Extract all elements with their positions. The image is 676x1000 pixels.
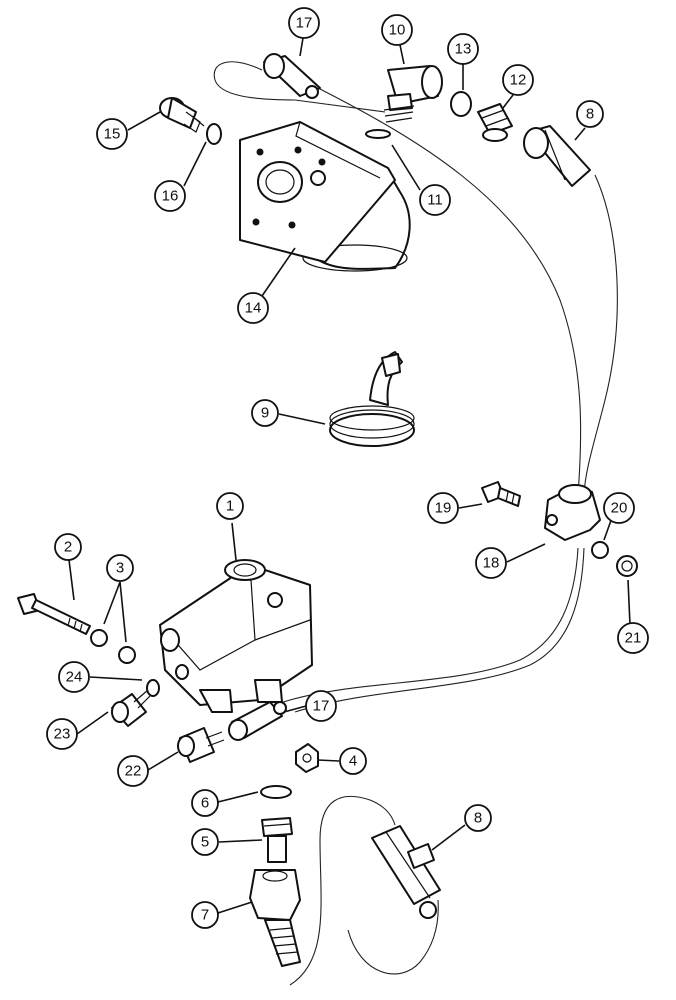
svg-text:16: 16 — [162, 188, 179, 205]
hose-end-upper-right — [523, 125, 591, 187]
svg-text:13: 13 — [455, 41, 472, 58]
adapter-5 — [261, 817, 293, 863]
fitting-7 — [249, 869, 301, 967]
washer-3a — [90, 629, 108, 647]
svg-text:23: 23 — [54, 726, 71, 743]
callout-12: 12 — [502, 64, 534, 96]
hose-lower-right — [347, 899, 439, 975]
hose-end-lower — [228, 701, 287, 741]
callout-24: 24 — [58, 661, 90, 693]
svg-text:24: 24 — [66, 669, 83, 686]
svg-text:8: 8 — [586, 106, 594, 123]
callout-23: 23 — [46, 718, 78, 750]
svg-text:19: 19 — [435, 500, 452, 517]
sleeve-9 — [329, 351, 415, 447]
nut-4 — [295, 743, 319, 773]
o-ring-11 — [365, 129, 391, 139]
svg-text:14: 14 — [245, 300, 262, 317]
callout-21: 21 — [617, 622, 649, 654]
callout-2: 2 — [54, 533, 82, 561]
hose-end-lower-right — [371, 825, 441, 919]
callout-6: 6 — [191, 789, 219, 817]
callout-19: 19 — [427, 492, 459, 524]
svg-text:17: 17 — [313, 698, 330, 715]
o-ring-16 — [206, 123, 222, 145]
callout-9: 9 — [251, 399, 279, 427]
callout-20: 20 — [603, 492, 635, 524]
elbow-fitting-top — [383, 65, 443, 123]
svg-text:6: 6 — [201, 795, 209, 812]
callouts: 1 2 3 4 5 6 7 8 8 9 10 11 12 13 14 15 16… — [46, 7, 649, 929]
clamp-18 — [544, 484, 601, 541]
svg-text:3: 3 — [116, 560, 124, 577]
callout-7: 7 — [191, 901, 219, 929]
svg-text:9: 9 — [261, 405, 269, 422]
hose-clamp-to-valve-b — [294, 547, 585, 713]
svg-text:11: 11 — [427, 192, 443, 209]
adapter-12 — [477, 103, 513, 142]
cap-15 — [159, 97, 205, 133]
svg-text:22: 22 — [125, 763, 142, 780]
svg-text:18: 18 — [483, 555, 500, 572]
hose-top-to-clamp-b — [583, 174, 618, 496]
hose-top-left — [213, 61, 386, 113]
steering-motor — [239, 121, 411, 272]
valve-body — [159, 559, 313, 713]
callout-18: 18 — [475, 547, 507, 579]
hose-end-upper — [263, 53, 321, 99]
svg-text:15: 15 — [104, 126, 121, 143]
callout-4: 4 — [339, 747, 367, 775]
svg-text:8: 8 — [474, 810, 482, 827]
elbow-23 — [111, 689, 151, 727]
svg-text:20: 20 — [611, 500, 628, 517]
callout-22: 22 — [117, 755, 149, 787]
o-ring-6 — [260, 785, 292, 799]
elbow-22 — [177, 727, 225, 763]
svg-text:2: 2 — [64, 539, 72, 556]
callout-5: 5 — [191, 828, 219, 856]
svg-text:17: 17 — [296, 15, 313, 32]
callout-16: 16 — [154, 180, 186, 212]
nut-21 — [616, 555, 638, 577]
callout-11: 11 — [419, 184, 451, 216]
callout-14: 14 — [237, 292, 269, 324]
svg-text:4: 4 — [349, 753, 357, 770]
svg-text:5: 5 — [201, 834, 209, 851]
callout-10: 10 — [381, 14, 413, 46]
hose-lower-left — [289, 795, 396, 986]
callout-8-upper: 8 — [576, 100, 604, 128]
callout-1: 1 — [216, 492, 244, 520]
callout-13: 13 — [447, 33, 479, 65]
svg-text:21: 21 — [625, 630, 642, 647]
svg-text:1: 1 — [226, 498, 234, 515]
callout-17-upper: 17 — [288, 7, 320, 39]
bolt-19 — [481, 481, 521, 507]
callout-8-lower: 8 — [464, 804, 492, 832]
svg-text:10: 10 — [389, 22, 406, 39]
callout-17-lower: 17 — [305, 690, 337, 722]
callout-15: 15 — [96, 118, 128, 150]
svg-text:7: 7 — [201, 907, 209, 924]
hoses — [213, 61, 618, 986]
leader-lines — [68, 37, 631, 914]
svg-text:12: 12 — [510, 72, 527, 89]
o-ring-24 — [146, 679, 160, 697]
washer-3b — [118, 646, 136, 664]
bolt-2 — [17, 593, 91, 635]
hose-top-to-clamp-a — [317, 87, 582, 496]
o-ring-13 — [450, 91, 472, 117]
callout-3: 3 — [106, 554, 134, 582]
washer-20 — [591, 541, 609, 559]
